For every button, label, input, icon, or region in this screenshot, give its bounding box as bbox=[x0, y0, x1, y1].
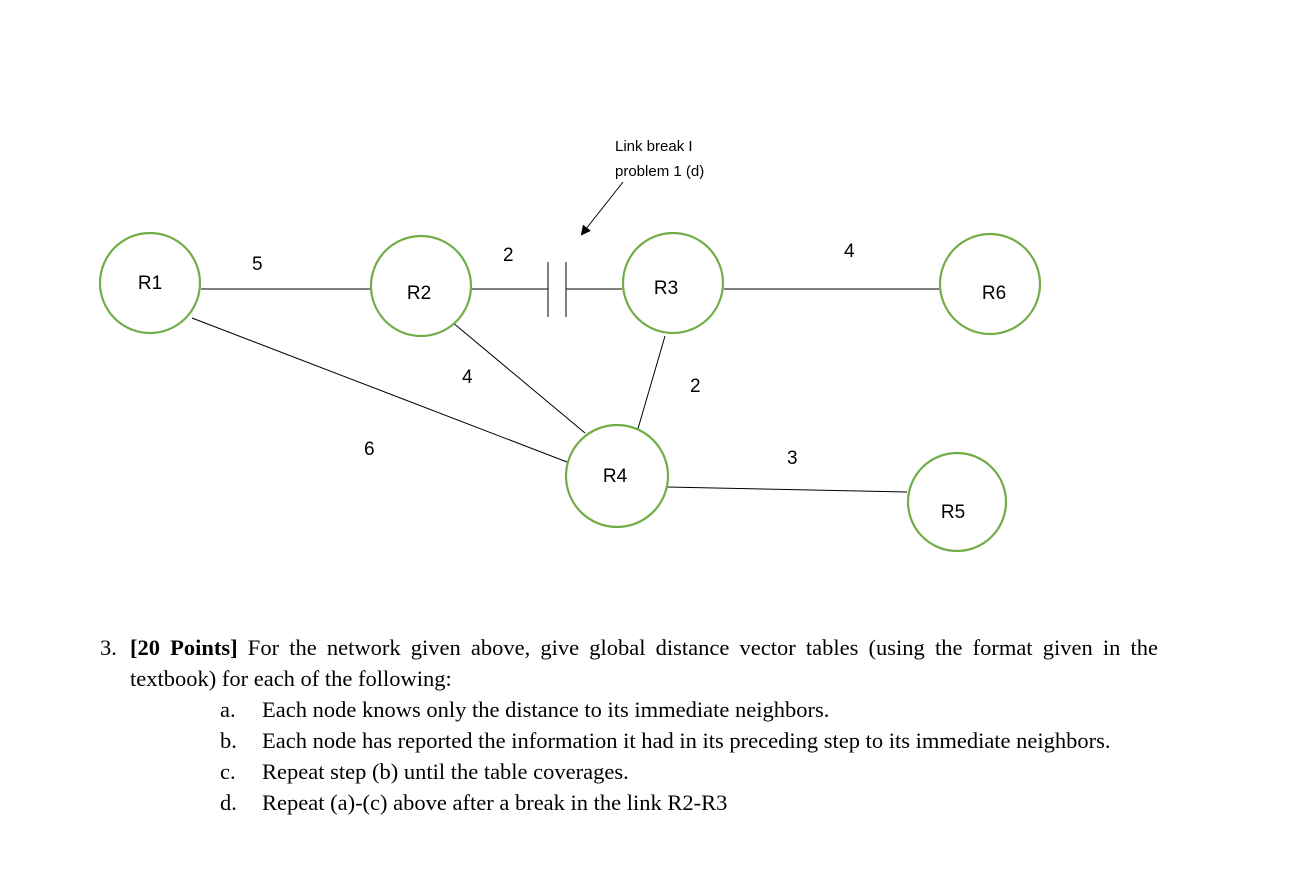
link-break-annotation-line2: problem 1 (d) bbox=[615, 163, 704, 180]
node-r1: R1 bbox=[98, 231, 202, 335]
node-label-r6: R6 bbox=[982, 283, 1006, 304]
question-item-b: b. Each node has reported the informatio… bbox=[220, 725, 1158, 756]
question-item-a: a. Each node knows only the distance to … bbox=[220, 694, 1158, 725]
node-label-r3: R3 bbox=[654, 278, 678, 299]
item-text: Each node knows only the distance to its… bbox=[262, 697, 830, 722]
weight-r3-r6: 4 bbox=[844, 241, 855, 262]
edge-r3-r4 bbox=[636, 335, 666, 433]
weight-r4-r5: 3 bbox=[787, 448, 798, 469]
item-letter: c. bbox=[220, 759, 236, 784]
item-letter: d. bbox=[220, 790, 237, 815]
item-text: Repeat (a)-(c) above after a break in th… bbox=[262, 790, 728, 815]
link-break-annotation-line1: Link break I bbox=[615, 138, 693, 155]
item-text: Repeat step (b) until the table coverage… bbox=[262, 759, 629, 784]
link-break-arrow bbox=[580, 181, 624, 236]
node-r2: R2 bbox=[369, 234, 473, 338]
node-label-r1: R1 bbox=[138, 273, 162, 294]
weight-r3-r4: 2 bbox=[690, 376, 701, 397]
question-text: [20 Points] For the network given above,… bbox=[130, 632, 1158, 694]
weight-r1-r2: 5 bbox=[252, 254, 263, 275]
weight-r2-r4: 4 bbox=[462, 367, 473, 388]
node-r5: R5 bbox=[906, 451, 1008, 553]
question-item-d: d. Repeat (a)-(c) above after a break in… bbox=[220, 787, 1158, 818]
weight-r1-r4: 6 bbox=[364, 439, 375, 460]
question-prompt: For the network given above, give global… bbox=[130, 635, 1158, 691]
edge-r4-r5 bbox=[666, 486, 908, 493]
edge-r1-r4 bbox=[191, 317, 568, 463]
item-letter: b. bbox=[220, 728, 237, 753]
item-letter: a. bbox=[220, 697, 236, 722]
question-number: 3. bbox=[100, 635, 117, 660]
node-label-r5: R5 bbox=[941, 502, 965, 523]
node-r6: R6 bbox=[938, 232, 1042, 336]
node-label-r4: R4 bbox=[603, 466, 628, 487]
question-item-c: c. Repeat step (b) until the table cover… bbox=[220, 756, 1158, 787]
node-r4: R4 bbox=[564, 423, 670, 529]
item-text: Each node has reported the information i… bbox=[262, 728, 1111, 753]
question-block: 3. [20 Points] For the network given abo… bbox=[100, 632, 1158, 818]
question-points: [20 Points] bbox=[130, 635, 238, 660]
weight-r2-r3: 2 bbox=[503, 245, 514, 266]
network-diagram: 5 2 4 4 2 6 3 Link break I problem 1 (d)… bbox=[98, 138, 1042, 553]
node-label-r2: R2 bbox=[407, 283, 431, 304]
node-r3: R3 bbox=[621, 231, 725, 335]
edge-r2-r4 bbox=[451, 321, 586, 434]
